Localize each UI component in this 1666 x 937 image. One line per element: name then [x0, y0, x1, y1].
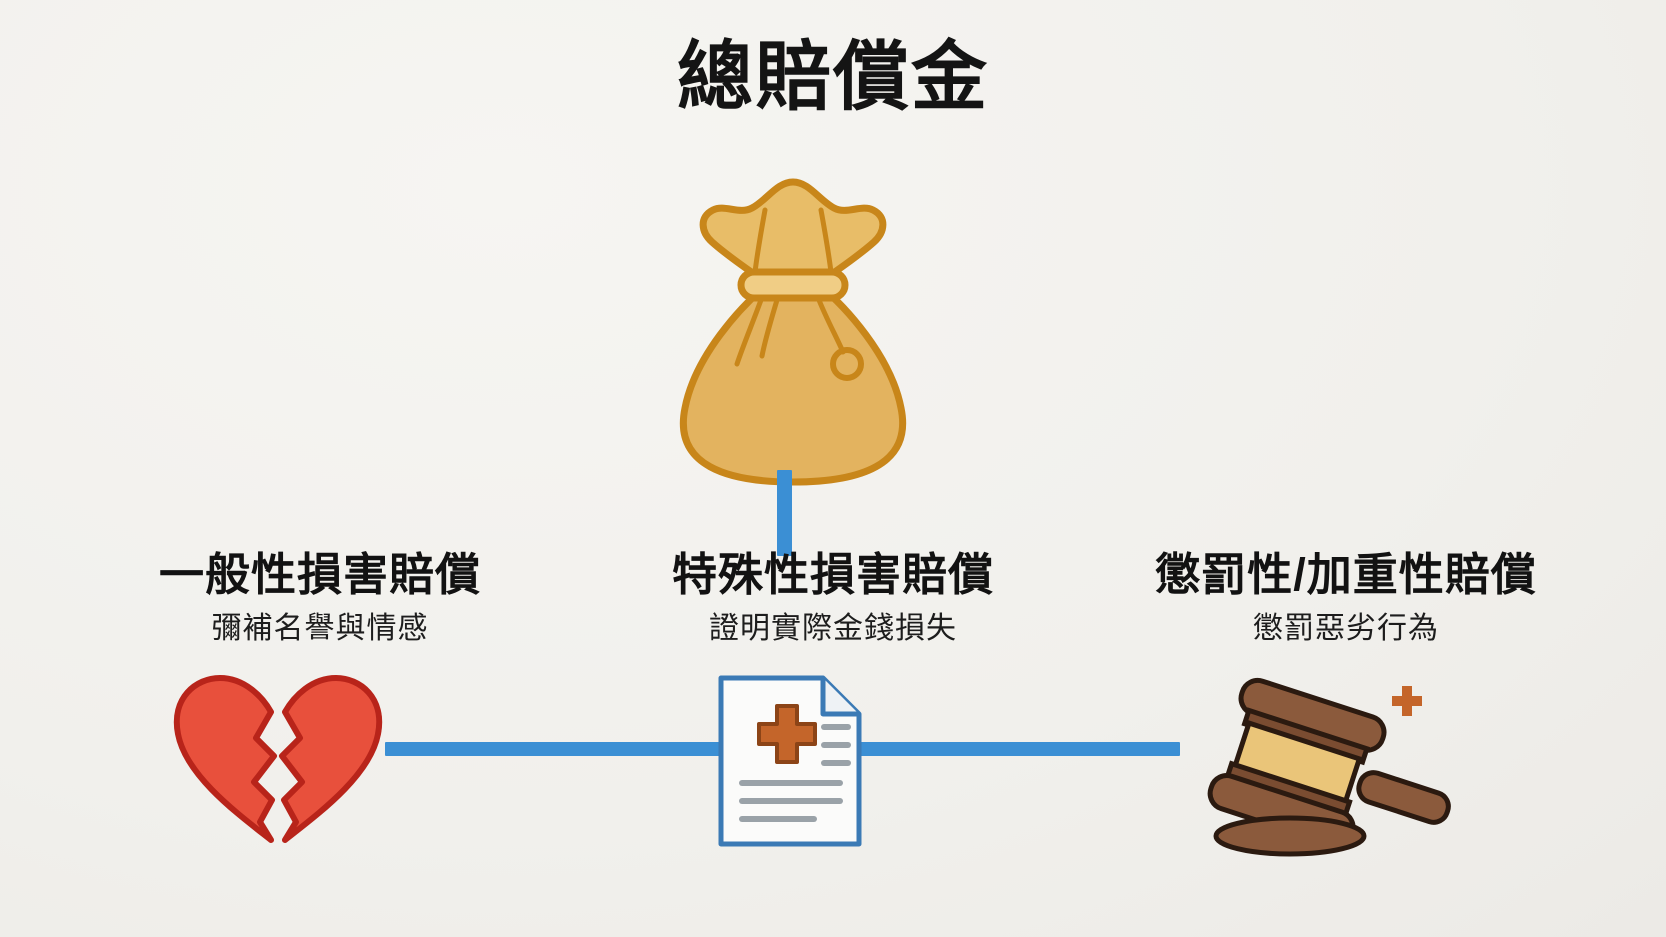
column-punitive-damages: 懲罰性/加重性賠償 懲罰惡劣行為 — [1046, 550, 1646, 645]
column-subtitle-special: 證明實際金錢損失 — [709, 611, 957, 645]
column-subtitle-general: 彌補名譽與情感 — [211, 611, 429, 645]
column-subtitle-punitive: 懲罰惡劣行為 — [1253, 611, 1439, 645]
column-heading-special: 特殊性損害賠償 — [671, 549, 994, 600]
column-general-damages: 一般性損害賠償 彌補名譽與情感 — [20, 550, 620, 645]
broken-heart-icon — [168, 672, 388, 847]
medical-document-icon — [715, 672, 865, 850]
column-heading-general: 一般性損害賠償 — [158, 549, 481, 600]
page-title: 總賠償金 — [677, 35, 989, 120]
gavel-icon — [1178, 677, 1451, 857]
column-special-damages: 特殊性損害賠償 證明實際金錢損失 — [533, 550, 1133, 645]
column-heading-punitive: 懲罰性/加重性賠償 — [1155, 549, 1537, 600]
connector-vertical-stem — [777, 470, 792, 556]
money-bag-icon — [633, 160, 953, 490]
